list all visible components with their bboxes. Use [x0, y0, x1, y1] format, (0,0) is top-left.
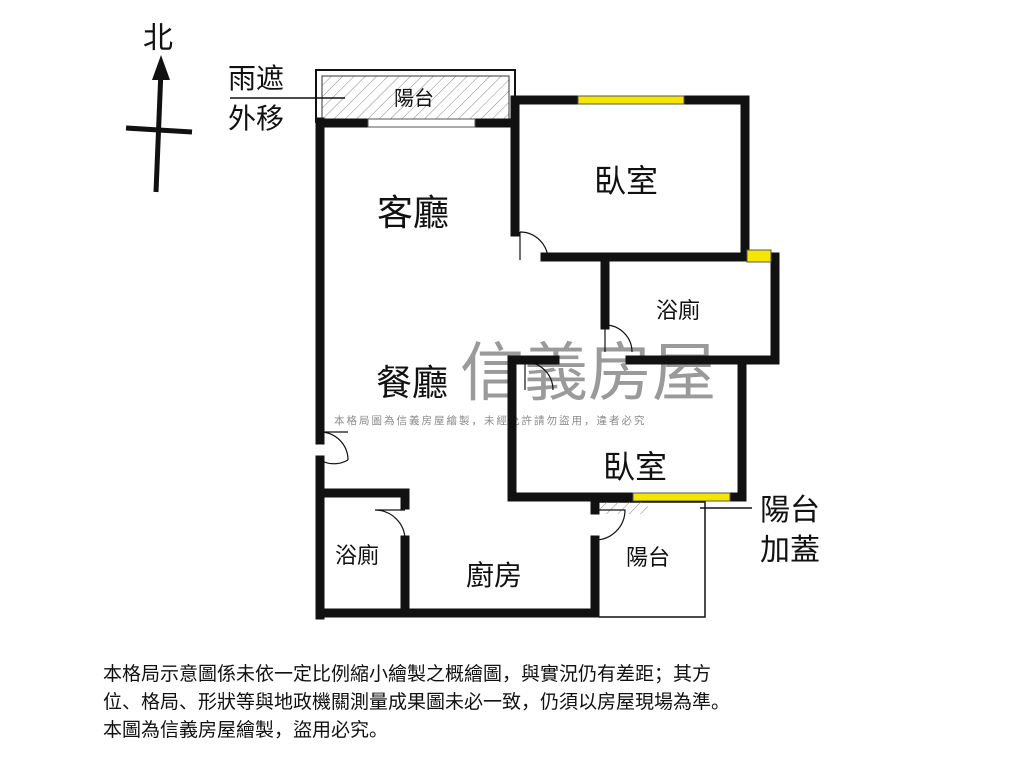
room-bath-2: 浴廁 — [335, 544, 379, 569]
north-arrow-icon — [125, 55, 193, 193]
watermark-brand: 信義房屋 — [460, 337, 716, 411]
room-bedroom-2: 臥室 — [603, 448, 667, 486]
balcony-bottom — [595, 501, 706, 618]
room-kitchen: 廚房 — [466, 559, 522, 592]
room-bath-1: 浴廁 — [656, 299, 700, 324]
disclaimer-line: 本圖為信義房屋繪製，盜用必究。 — [103, 719, 389, 741]
enclosed-label-2: 加蓋 — [760, 533, 820, 568]
enclosed-label-1: 陽台 — [760, 493, 820, 528]
room-bedroom-1: 臥室 — [594, 162, 658, 200]
disclaimer-line: 位、格局、形狀等與地政機關測量成果圖未必一致，仍須以房屋現場為準。 — [103, 691, 731, 713]
watermark-notice: 本格局圖為信義房屋繪製，未經允許請勿盜用，違者必究 — [334, 414, 647, 427]
canopy-label-1: 雨遮 — [228, 62, 284, 95]
disclaimer: 本格局示意圖係未依一定比例縮小繪製之概繪圖，與實況仍有差距；其方 位、格局、形狀… — [103, 660, 943, 744]
room-living: 客廳 — [377, 193, 449, 234]
room-dining: 餐廳 — [376, 363, 448, 404]
disclaimer-line: 本格局示意圖係未依一定比例縮小繪製之概繪圖，與實況仍有差距；其方 — [103, 663, 712, 685]
room-balcony-top: 陽台 — [394, 86, 434, 110]
room-balcony-bottom: 陽台 — [626, 546, 670, 571]
watermark-logo-icon — [334, 342, 370, 398]
door-arcs — [319, 231, 633, 541]
compass-north-label: 北 — [143, 21, 173, 56]
canopy-label-2: 外移 — [228, 102, 284, 135]
windows — [367, 95, 772, 502]
walls — [315, 95, 780, 620]
